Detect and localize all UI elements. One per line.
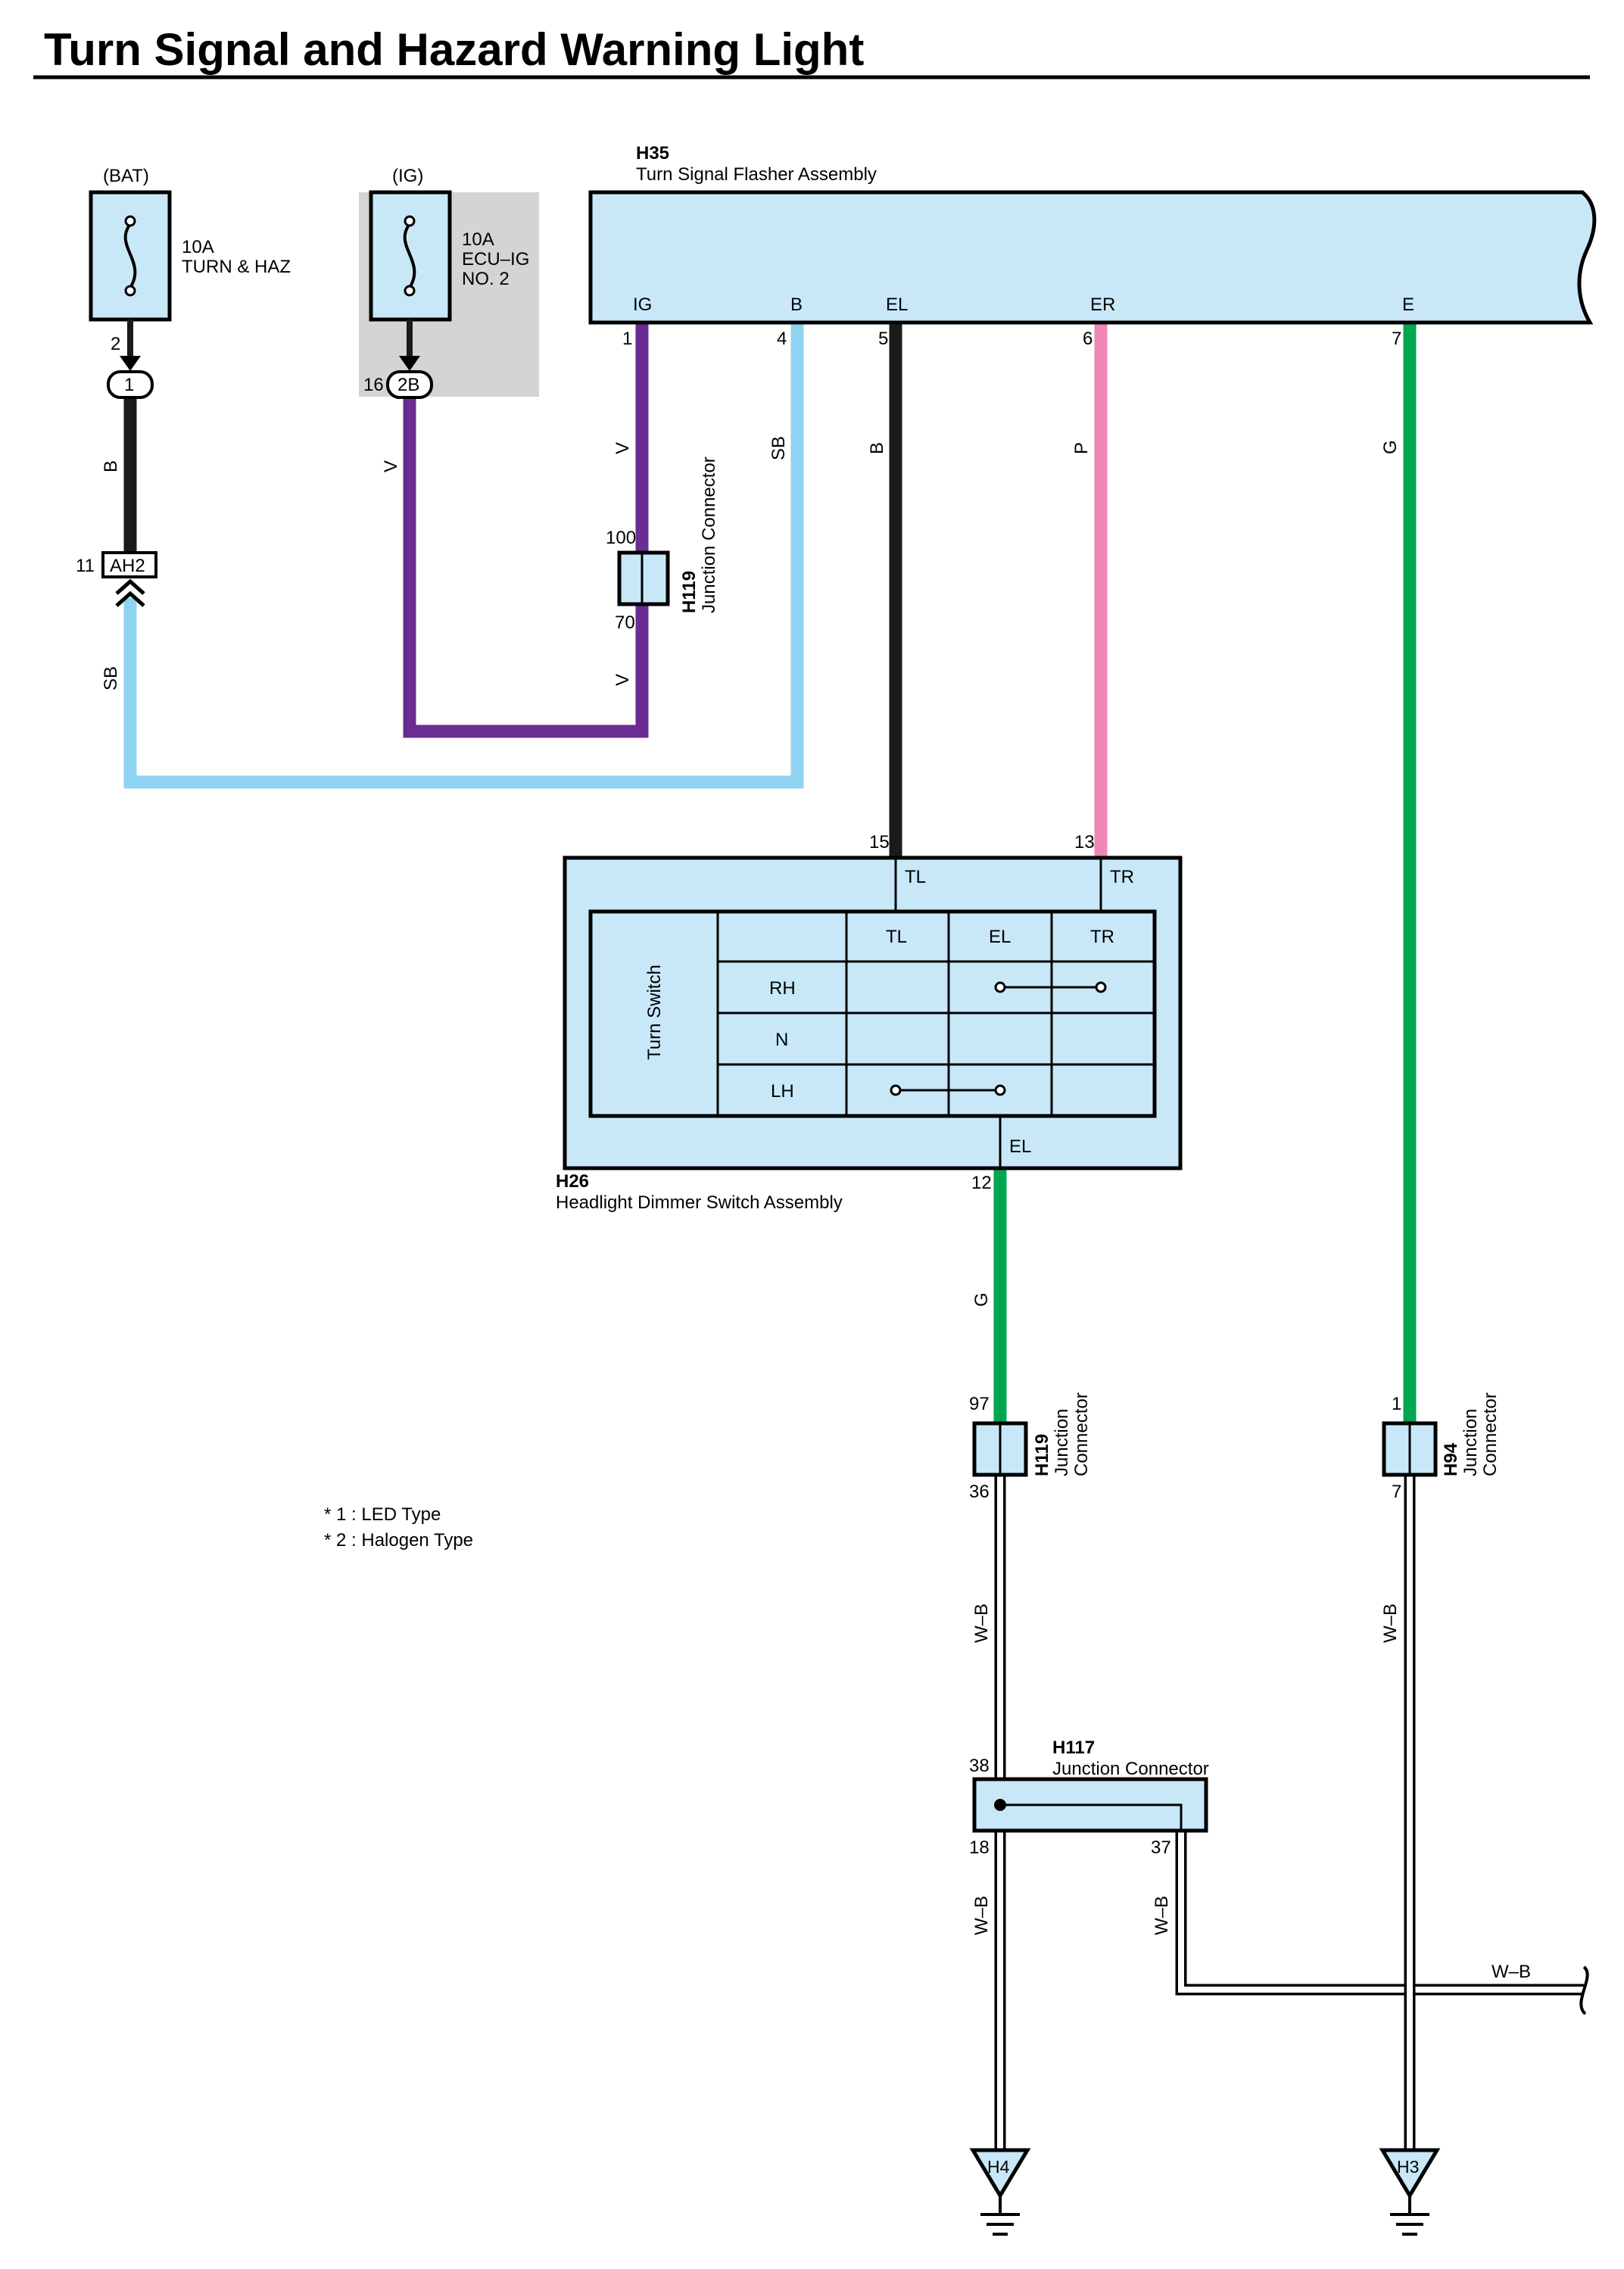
wire-label-wb-h117-18: W–B xyxy=(971,1896,992,1935)
turn-switch-label: Turn Switch xyxy=(644,965,665,1060)
junction-h119-top-pin-in: 100 xyxy=(606,528,636,548)
ground-h3-icon xyxy=(1379,2148,1441,2236)
junction-h119-top-code: H119 xyxy=(679,571,700,613)
connector-ah2-arrow-icon xyxy=(115,578,145,607)
dimmer-pin-13: 13 xyxy=(1074,832,1095,852)
connector-2b xyxy=(386,370,433,399)
wire-label-v-ig: V xyxy=(381,460,401,472)
fuse-ig-source: (IG) xyxy=(392,166,423,186)
flasher-pin-e-label: E xyxy=(1402,295,1414,315)
ground-h3-label: H3 xyxy=(1397,2157,1419,2177)
fuse-ig xyxy=(369,190,452,371)
dimmer-h26-code: H26 xyxy=(556,1171,589,1192)
continuity-lh-tl-el xyxy=(890,1084,1006,1096)
fuse-ig-rating: 10A xyxy=(462,229,494,250)
connector-1-label: 1 xyxy=(124,375,134,395)
connector-ah2-label: AH2 xyxy=(110,556,145,576)
wire-label-b-flasher: B xyxy=(867,442,887,454)
row-label-n: N xyxy=(775,1030,788,1050)
dimmer-pin-15: 15 xyxy=(869,832,890,852)
row-label-rh: RH xyxy=(769,978,796,999)
fuse-ig-terminal: 16 xyxy=(363,375,384,395)
ground-h4-icon xyxy=(969,2148,1031,2236)
col-header-el: EL xyxy=(989,927,1011,947)
continuation-break-icon xyxy=(1579,1965,1589,2015)
wire-label-wb-h119: W–B xyxy=(971,1604,992,1643)
dimmer-pin-el-label: EL xyxy=(1009,1136,1031,1157)
flasher-pin-el-label: EL xyxy=(886,295,908,315)
junction-h117-pin-38: 38 xyxy=(969,1756,990,1776)
continuity-rh-el-tr xyxy=(994,981,1107,993)
fuse-bat-terminal: 2 xyxy=(111,334,120,354)
junction-h119-bottom-pin-in: 97 xyxy=(969,1394,990,1414)
col-header-tr: TR xyxy=(1090,927,1114,947)
junction-h119-top xyxy=(617,550,670,606)
junction-h117-bus xyxy=(1000,1803,1183,1831)
connector-ah2-pin: 11 xyxy=(76,556,95,576)
wire-wb-h117-37 xyxy=(1175,1831,1584,1996)
wire-label-wb-h94: W–B xyxy=(1380,1604,1401,1643)
wire-label-wb-h117-37: W–B xyxy=(1152,1896,1172,1935)
wire-label-sb-ah2: SB xyxy=(101,666,121,690)
wire-label-b-bat: B xyxy=(101,460,121,472)
flasher-h35-box xyxy=(588,190,1597,325)
junction-h119-top-pin-out: 70 xyxy=(615,612,635,633)
flasher-pin-ig-label: IG xyxy=(633,295,652,315)
flasher-h35-code: H35 xyxy=(636,143,669,164)
page-title: Turn Signal and Hazard Warning Light xyxy=(44,24,864,75)
wire-label-wb-continue: W–B xyxy=(1492,1962,1531,1982)
ground-h4-label: H4 xyxy=(987,2157,1010,2177)
wire-label-v-h119-top: V xyxy=(613,442,633,454)
connector-2b-label: 2B xyxy=(397,375,419,395)
dimmer-h26-name: Headlight Dimmer Switch Assembly xyxy=(556,1192,843,1213)
wire-label-sb-flasher: SB xyxy=(768,436,789,460)
fuse-bat-rating: 10A xyxy=(182,237,214,257)
junction-h119-bottom-pin-out: 36 xyxy=(969,1482,990,1502)
fuse-bat-name: TURN & HAZ xyxy=(182,257,291,277)
dimmer-pin-12: 12 xyxy=(971,1173,992,1193)
flasher-pin-7-number: 7 xyxy=(1392,329,1401,349)
junction-h117-code: H117 xyxy=(1052,1738,1095,1758)
flasher-pin-5-number: 5 xyxy=(878,329,888,349)
junction-h119-top-name: Junction Connector xyxy=(699,457,719,613)
wire-label-p-flasher: P xyxy=(1071,442,1092,454)
turn-switch-table xyxy=(588,909,1157,1118)
junction-h94-pin-in: 1 xyxy=(1392,1394,1401,1414)
junction-h94-code: H94 xyxy=(1441,1442,1461,1476)
row-label-lh: LH xyxy=(771,1081,794,1102)
dimmer-pin-tl-label: TL xyxy=(905,867,926,887)
fuse-bat-source: (BAT) xyxy=(103,166,149,186)
junction-h94-pin-out: 7 xyxy=(1392,1482,1401,1502)
wire-sb-loop xyxy=(123,323,804,789)
junction-h94-name-2: Connector xyxy=(1480,1392,1501,1476)
junction-h117-pin-37: 37 xyxy=(1151,1837,1171,1858)
dimmer-pin-tr-label: TR xyxy=(1110,867,1134,887)
junction-h119-bottom-name-1: Junction xyxy=(1052,1409,1072,1476)
flasher-pin-1-number: 1 xyxy=(622,329,632,349)
note-led-type: * 1 : LED Type xyxy=(324,1504,441,1525)
note-halogen-type: * 2 : Halogen Type xyxy=(324,1530,473,1551)
connector-1 xyxy=(107,370,154,399)
connector-ah2 xyxy=(101,551,157,578)
junction-h94-name-1: Junction xyxy=(1460,1409,1481,1476)
junction-h117-pin-18: 18 xyxy=(969,1837,990,1858)
flasher-h35-name: Turn Signal Flasher Assembly xyxy=(636,164,877,185)
junction-h119-bottom-name-2: Connector xyxy=(1071,1392,1092,1476)
flasher-pin-4-number: 4 xyxy=(777,329,787,349)
wire-v-ig xyxy=(403,323,649,738)
wire-label-g-dimmer: G xyxy=(971,1292,992,1307)
flasher-pin-er-label: ER xyxy=(1090,295,1115,315)
fuse-ig-name-2: NO. 2 xyxy=(462,269,510,289)
wire-label-g-flasher: G xyxy=(1380,440,1401,454)
fuse-ig-name-1: ECU–IG xyxy=(462,249,529,270)
junction-h119-bottom-code: H119 xyxy=(1032,1434,1052,1476)
junction-h117-name: Junction Connector xyxy=(1052,1759,1209,1779)
fuse-bat xyxy=(89,190,172,371)
flasher-pin-6-number: 6 xyxy=(1083,329,1093,349)
junction-h117-node xyxy=(994,1799,1006,1811)
flasher-pin-b-label: B xyxy=(790,295,803,315)
col-header-tl: TL xyxy=(886,927,907,947)
wire-label-v-h119-bottom: V xyxy=(613,674,633,686)
